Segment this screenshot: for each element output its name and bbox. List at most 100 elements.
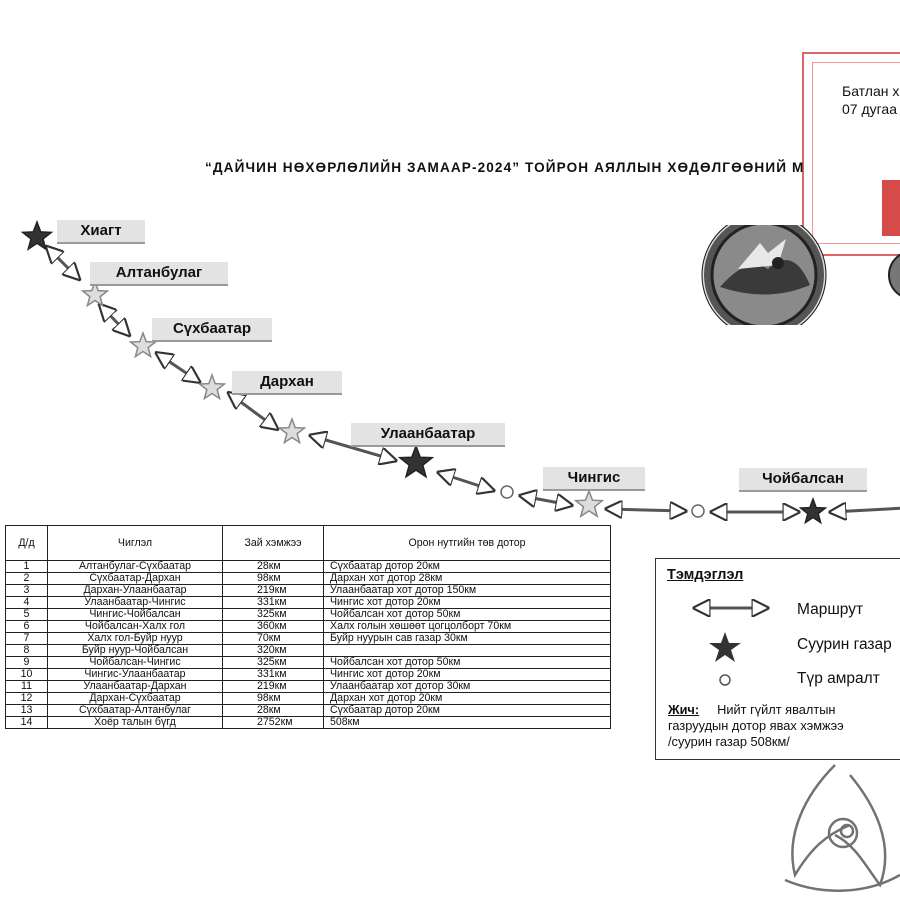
note-label: Жич: [668,702,700,717]
stamp-seal-block [882,180,900,236]
row-local-center: 508км [323,716,611,729]
stop-label-chingis: Чингис [543,467,645,491]
emblem-logos [701,225,900,325]
row-distance: 219км [222,584,324,597]
route-arrow [522,496,570,505]
row-route: Халх гол-Буйр нуур [47,632,223,645]
row-number: 11 [5,680,48,693]
row-number: 10 [5,668,48,681]
legend-route-label: Маршрут [797,601,864,618]
header-no: Д/д [5,525,48,561]
rest-point-icon [500,485,514,499]
row-local-center: Чойбалсан хот дотор 50км [323,608,611,621]
row-local-center [323,644,611,657]
stop-label-choibalsan: Чойбалсан [739,468,867,492]
distance-table: Д/д Чиглэл Зай хэмжээ Орон нутгийн төв д… [5,525,611,729]
row-distance: 28км [222,704,324,717]
row-local-center: Чингис хот дотор 20км [323,596,611,609]
row-number: 4 [5,596,48,609]
page-title: “ДАЙЧИН НӨХӨРЛӨЛИЙН ЗАМААР-2024” ТОЙРОН … [205,160,805,175]
rest-point-icon [719,674,731,686]
row-number: 9 [5,656,48,669]
stop-label-khiagt: Хиагт [57,220,145,244]
row-number: 14 [5,716,48,729]
row-distance: 219км [222,680,324,693]
stop-label-sukhbaatar: Сүхбаатар [152,318,272,342]
row-number: 1 [5,560,48,573]
stop-star-icon [197,372,227,401]
row-distance: 331км [222,596,324,609]
settlement-star-icon [397,443,435,479]
row-route: Улаанбаатар-Дархан [47,680,223,693]
legend-title: Тэмдэглэл [667,567,744,583]
row-local-center: Чойбалсан хот дотор 50км [323,656,611,669]
row-distance: 331км [222,668,324,681]
row-route: Чингис-Чойбалсан [47,608,223,621]
row-distance: 320км [222,644,324,657]
row-local-center: Дархан хот дотор 20км [323,692,611,705]
legend-symbols [690,598,780,686]
note-line-1: Нийт гүйлт явалтын [717,702,836,717]
header-local-center: Орон нутгийн төв дотор [323,525,611,561]
route-arrow [158,354,198,381]
row-number: 6 [5,620,48,633]
row-route: Сүхбаатар-Алтанбулаг [47,704,223,717]
row-route: Алтанбулаг-Сүхбаатар [47,560,223,573]
route-diagram [20,219,900,525]
note-line-2: газруудын дотор явах хэмжээ [668,718,844,733]
route-arrow [230,394,276,428]
row-distance: 28км [222,560,324,573]
row-route: Дархан-Улаанбаатар [47,584,223,597]
second-medal-icon [888,253,900,297]
row-distance: 325км [222,608,324,621]
row-local-center: Сүхбаатар дотор 20км [323,704,611,717]
route-arrow [832,508,900,512]
row-number: 7 [5,632,48,645]
row-route: Дархан-Сүхбаатар [47,692,223,705]
legend-rest-label: Түр амралт [797,670,880,687]
approval-line-1: Батлан х [842,83,900,99]
header-route: Чиглэл [47,525,223,561]
row-distance: 98км [222,692,324,705]
stop-label-darkhan: Дархан [232,371,342,395]
header-distance: Зай хэмжээ [222,525,324,561]
row-route: Чингис-Улаанбаатар [47,668,223,681]
route-arrow [101,306,128,334]
row-number: 3 [5,584,48,597]
approval-text: Батлан х 07 дугаа [842,82,899,118]
anniversary-medal-icon [701,225,827,325]
settlement-star-icon [798,496,828,525]
row-route: Улаанбаатар-Чингис [47,596,223,609]
stop-star-icon [277,416,307,445]
row-number: 5 [5,608,48,621]
rest-point-icon [691,504,705,518]
settlement-star-icon [709,632,741,662]
row-local-center: Халх голын хөшөөт цогцолборт 70км [323,620,611,633]
row-distance: 70км [222,632,324,645]
route-arrow [312,436,394,460]
row-distance: 2752км [222,716,324,729]
table-header-row: Д/д Чиглэл Зай хэмжээ Орон нутгийн төв д… [5,525,611,561]
row-route: Сүхбаатар-Дархан [47,572,223,585]
approval-line-2: 07 дугаа [842,101,898,117]
row-number: 8 [5,644,48,657]
legend-settlement-label: Суурин газар [797,636,892,653]
row-number: 13 [5,704,48,717]
row-distance: 325км [222,656,324,669]
row-number: 2 [5,572,48,585]
row-local-center: Улаанбаатар хот дотор 150км [323,584,611,597]
watermark-logo-icon [784,764,900,892]
row-number: 12 [5,692,48,705]
